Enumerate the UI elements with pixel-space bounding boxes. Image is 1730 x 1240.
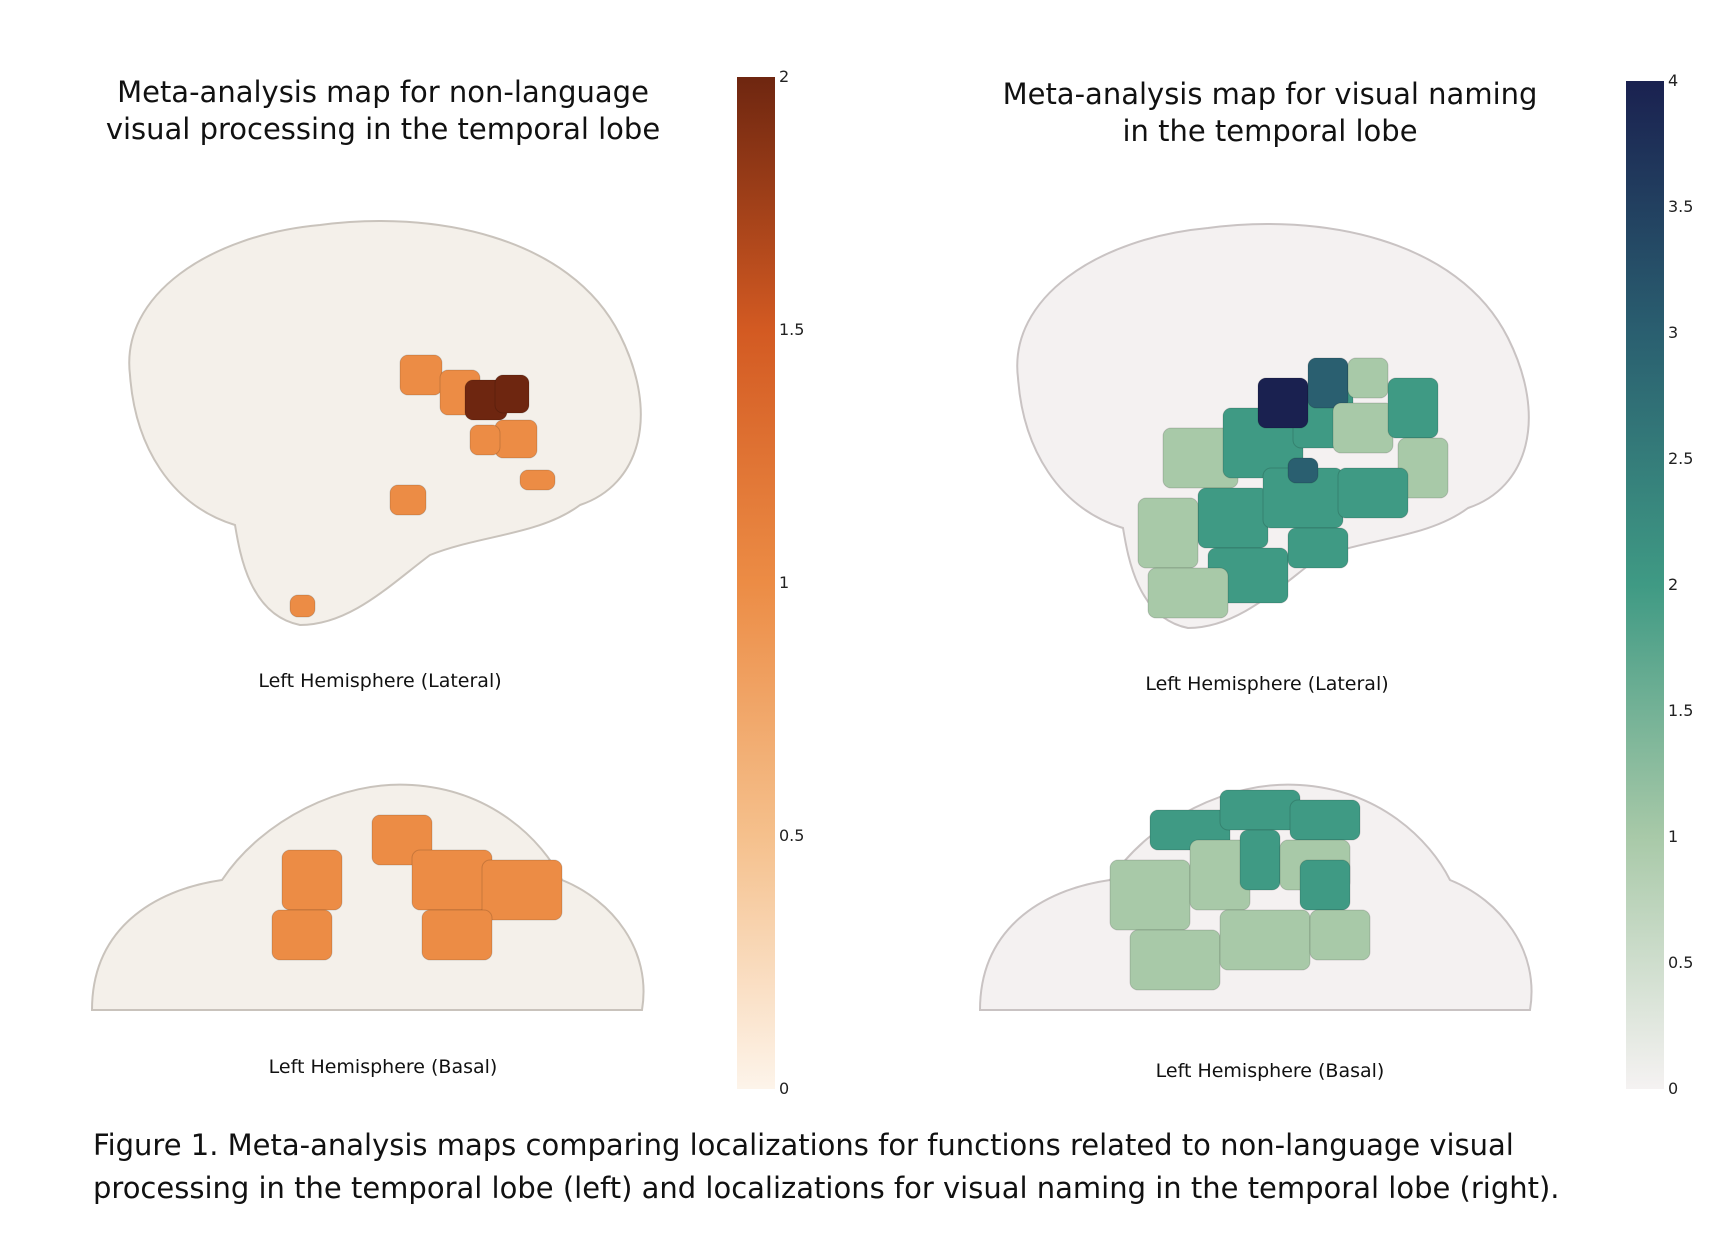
brain-region	[1287, 527, 1349, 569]
brain-region	[399, 354, 443, 396]
right-panel-title: Meta-analysis map for visual naming in t…	[960, 76, 1580, 150]
brain-region	[1147, 567, 1229, 619]
left-basal-label: Left Hemisphere (Basal)	[268, 1056, 498, 1078]
colorbar-tick-label: 0	[1668, 1079, 1679, 1098]
left-lateral-brain	[128, 220, 642, 627]
left-title-line-2: visual processing in the temporal lobe	[105, 112, 661, 146]
caption-line-1: Figure 1. Meta-analysis maps comparing l…	[93, 1128, 1514, 1162]
brain-region	[1347, 357, 1389, 399]
brain-region	[1137, 497, 1199, 569]
brain-region	[1332, 402, 1394, 454]
brain-region	[494, 374, 530, 414]
brain-region	[1307, 357, 1349, 409]
left-basal-brain	[90, 783, 645, 1011]
right-basal-brain	[978, 783, 1533, 1011]
colorbar-tick-label: 2.5	[1668, 449, 1694, 468]
right-title-line-2: in the temporal lobe	[1122, 114, 1418, 148]
brain-region	[271, 909, 333, 961]
colorbar-tick-label: 0.5	[1668, 953, 1694, 972]
colorbar-tick-label: 0.5	[779, 826, 805, 845]
brain-region	[481, 859, 563, 921]
brain-region	[469, 424, 501, 456]
colorbar-tick-label: 1.5	[1668, 701, 1694, 720]
colorbar-tick-label: 3.5	[1668, 197, 1694, 216]
right-lateral-label: Left Hemisphere (Lateral)	[1145, 673, 1389, 695]
right-basal-label: Left Hemisphere (Basal)	[1155, 1060, 1385, 1082]
colorbar-tick-label: 2	[1668, 575, 1679, 594]
left-colorbar	[737, 77, 775, 1089]
brain-region	[389, 484, 427, 516]
right-basal-patches	[1109, 789, 1371, 991]
right-colorbar	[1626, 81, 1664, 1089]
brain-region	[281, 849, 343, 911]
figure-caption: Figure 1. Meta-analysis maps comparing l…	[93, 1124, 1693, 1210]
brain-region	[411, 849, 493, 911]
colorbar-tick-label: 1	[1668, 827, 1679, 846]
right-lateral-patches	[1137, 357, 1449, 619]
brain-region	[1309, 909, 1371, 961]
brain-region	[494, 419, 538, 459]
colorbar-tick-label: 3	[1668, 323, 1679, 342]
left-title-line-1: Meta-analysis map for non-language	[117, 75, 649, 109]
brain-region	[1257, 377, 1309, 429]
brain-region	[1197, 487, 1269, 549]
brain-region	[1219, 909, 1311, 971]
brain-region	[519, 469, 556, 491]
left-basal-patches	[271, 814, 563, 961]
brain-region	[1129, 929, 1221, 991]
colorbar-tick-label: 0	[779, 1079, 790, 1098]
brain-region	[1387, 377, 1439, 439]
left-lateral-label: Left Hemisphere (Lateral)	[258, 670, 502, 692]
colorbar-tick-label: 4	[1668, 71, 1679, 90]
brain-region	[289, 594, 316, 618]
left-panel-title: Meta-analysis map for non-language visua…	[73, 74, 693, 148]
right-lateral-brain	[1016, 223, 1530, 630]
brain-region	[1287, 457, 1319, 484]
colorbar-tick-label: 1	[779, 573, 790, 592]
brain-region	[1299, 859, 1351, 911]
brain-region	[1337, 467, 1409, 519]
brain-region	[1239, 829, 1281, 891]
brain-region	[1219, 789, 1301, 831]
left-lateral-patches	[289, 354, 556, 618]
brain-region	[1109, 859, 1191, 931]
colorbar-tick-label: 2	[779, 67, 790, 86]
colorbar-tick-label: 1.5	[779, 320, 805, 339]
caption-line-2: processing in the temporal lobe (left) a…	[93, 1171, 1560, 1205]
right-title-line-1: Meta-analysis map for visual naming	[1002, 77, 1538, 111]
brain-region	[1289, 799, 1361, 841]
brain-region	[421, 909, 493, 961]
